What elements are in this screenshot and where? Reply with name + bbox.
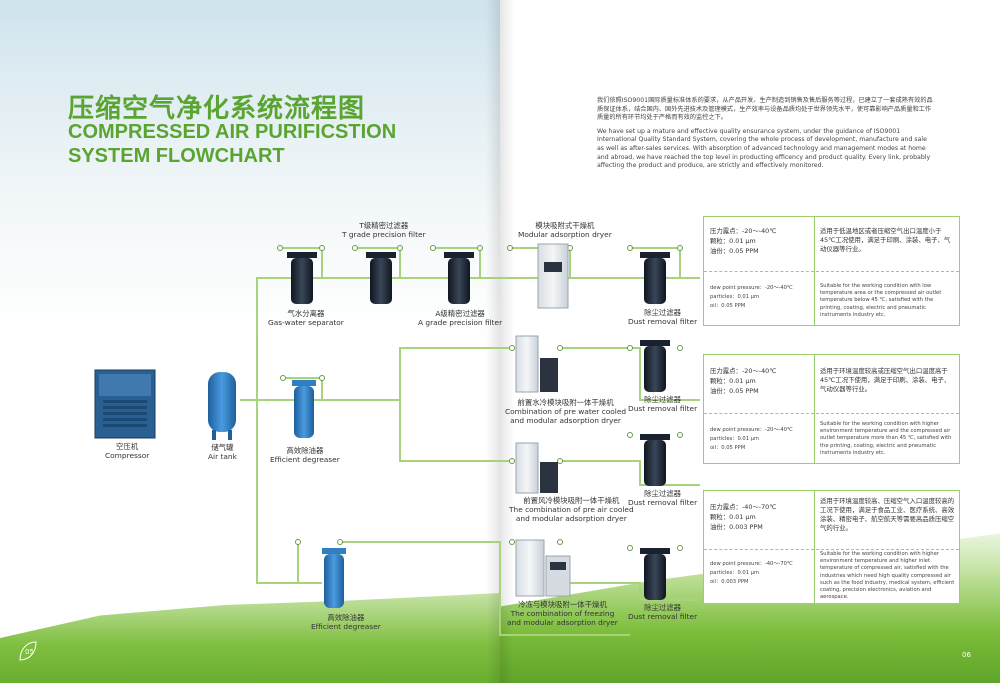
label-a-grade-filter: A级精密过滤器 A grade precision filter bbox=[418, 309, 503, 327]
spec-divider bbox=[816, 413, 959, 414]
t-grade-filter-graphic bbox=[366, 252, 396, 304]
efficient-degreaser-2-graphic bbox=[322, 548, 346, 608]
label-compressor: 空压机 Compressor bbox=[105, 442, 150, 460]
spec-divider bbox=[816, 549, 959, 550]
spec-box-3: 压力露点：-40～-70℃ 颗粒：0.01 μm 油份：0.003 PPM de… bbox=[703, 490, 960, 604]
spec-application: 适用于低温地区或者压缩空气出口温度小于45℃工况使用，满足于印刷、涂装、电子、气… bbox=[816, 217, 959, 325]
spec-values: 压力露点：-40～-70℃ 颗粒：0.01 μm 油份：0.003 PPM de… bbox=[704, 491, 815, 603]
leaf-icon bbox=[19, 641, 37, 661]
label-dust-filter-1: 除尘过滤器 Dust removal filter bbox=[628, 308, 698, 326]
spec-divider bbox=[816, 271, 959, 272]
label-dust-filter-3: 除尘过滤器 Dust removal filter bbox=[628, 489, 698, 507]
title-english-line2: SYSTEM FLOWCHART bbox=[68, 145, 285, 167]
spec-values: 压力露点：-20～-40℃ 颗粒：0.01 μm 油份：0.05 PPM dew… bbox=[704, 217, 815, 325]
label-freezing-dryer: 冷冻与模块吸附一体干燥机 The combination of freezing… bbox=[507, 600, 618, 627]
water-cooled-dryer-graphic bbox=[515, 335, 558, 393]
page-number-left: 05 bbox=[25, 648, 34, 656]
label-efficient-degreaser: 高效除油器 Efficient degreaser bbox=[270, 446, 340, 464]
freezing-dryer-graphic bbox=[515, 539, 571, 597]
compressor-graphic bbox=[94, 369, 156, 439]
label-gas-water-separator: 气水分离器 Gas-water separator bbox=[268, 309, 344, 327]
label-t-grade-filter: T级精密过滤器 T grade precision filter bbox=[342, 221, 426, 239]
dust-filter-4-graphic bbox=[640, 548, 670, 600]
title-english: COMPRESSED AIR PURIFICSTION SYSTEM FLOWC… bbox=[68, 120, 396, 168]
dust-filter-2-graphic bbox=[640, 340, 670, 392]
spec-box-2: 压力露点：-20～-40℃ 颗粒：0.01 μm 油份：0.05 PPM dew… bbox=[703, 354, 960, 464]
left-page bbox=[0, 0, 500, 683]
spec-divider bbox=[704, 413, 814, 414]
page-number-right: 06 bbox=[962, 651, 971, 659]
efficient-degreaser-graphic bbox=[292, 380, 316, 438]
label-dust-filter-4: 除尘过滤器 Dust removal filter bbox=[628, 603, 698, 621]
a-grade-filter-graphic bbox=[444, 252, 474, 304]
spec-divider bbox=[704, 549, 814, 550]
label-efficient-degreaser-2: 高效除油器 Efficient degreaser bbox=[311, 613, 381, 631]
spec-application: 适用于环境温度较高、压缩空气入口温度较高的工况下使用，满足于食品工业、医疗系统、… bbox=[816, 491, 959, 603]
spec-divider bbox=[704, 271, 814, 272]
spec-application: 适用于环境温度较高或压缩空气出口温度高于45℃工况下使用，满足于印刷、涂装、电子… bbox=[816, 355, 959, 463]
pipe-lines bbox=[240, 247, 700, 636]
label-air-tank: 储气罐 Air tank bbox=[208, 443, 237, 461]
label-water-cooled-dryer: 前置水冷模块吸附一体干燥机 Combination of pre water c… bbox=[505, 398, 627, 425]
spec-values: 压力露点：-20～-40℃ 颗粒：0.01 μm 油份：0.05 PPM dew… bbox=[704, 355, 815, 463]
air-tank-graphic bbox=[208, 372, 236, 440]
valve-markers bbox=[277, 245, 683, 551]
intro-chinese: 我们依照ISO9001国际质量标准体系的要求，从产品开发、生产制造到销售及售后服… bbox=[597, 97, 933, 122]
label-dust-filter-2: 除尘过滤器 Dust removal filter bbox=[628, 395, 698, 413]
intro-text: 我们依照ISO9001国际质量标准体系的要求，从产品开发、生产制造到销售及售后服… bbox=[597, 97, 933, 171]
gas-water-separator-graphic bbox=[287, 252, 317, 304]
label-air-cooled-dryer: 前置风冷模块吸附一体干燥机 The combination of pre air… bbox=[509, 496, 634, 523]
intro-english: We have set up a mature and effective qu… bbox=[597, 127, 931, 170]
modular-dryer-graphic bbox=[537, 243, 569, 309]
title-chinese: 压缩空气净化系统流程图 bbox=[68, 94, 366, 124]
label-modular-dryer: 模块吸附式干燥机 Modular adsorption dryer bbox=[518, 221, 612, 239]
dust-filter-1-graphic bbox=[640, 252, 670, 304]
spec-box-1: 压力露点：-20～-40℃ 颗粒：0.01 μm 油份：0.05 PPM dew… bbox=[703, 216, 960, 326]
dust-filter-3-graphic bbox=[640, 434, 670, 486]
title-english-line1: COMPRESSED AIR PURIFICSTION bbox=[68, 121, 397, 143]
air-cooled-dryer-graphic bbox=[515, 442, 558, 494]
